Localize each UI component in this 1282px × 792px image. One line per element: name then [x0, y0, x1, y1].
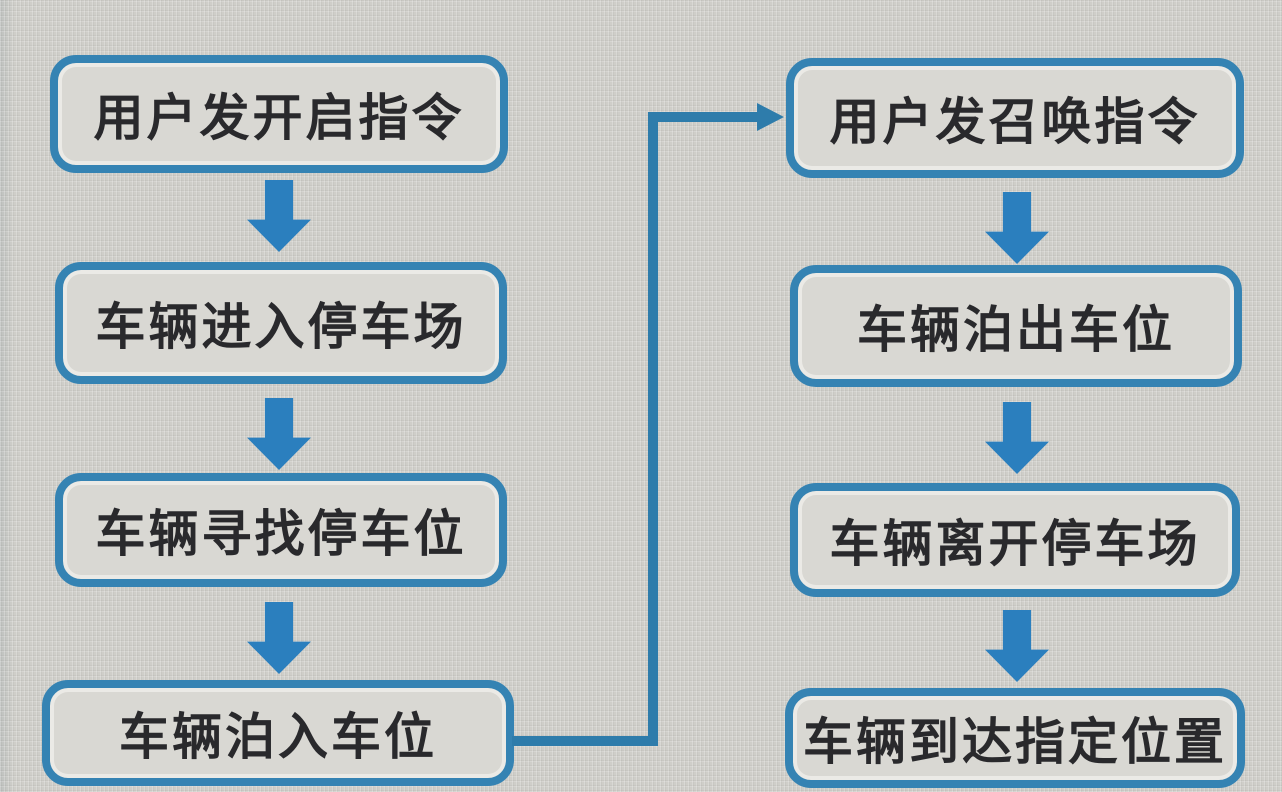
node-user-start-command: 用户发开启指令: [50, 55, 508, 173]
elbow-connector-vertical-segment: [648, 112, 658, 746]
arrow-down-icon: [247, 602, 311, 674]
node-label: 车辆泊出车位: [857, 302, 1175, 358]
node-label: 车辆寻找停车位: [95, 506, 467, 562]
node-vehicle-enter-parking-lot: 车辆进入停车场: [55, 262, 507, 384]
node-label: 车辆泊入车位: [119, 709, 437, 765]
arrow-down-icon: [985, 610, 1049, 682]
node-label: 用户发召唤指令: [829, 94, 1201, 150]
arrow-down-icon: [985, 192, 1049, 264]
node-label: 车辆到达指定位置: [803, 714, 1227, 770]
arrow-down-icon: [985, 402, 1049, 474]
elbow-connector-top-segment: [658, 112, 758, 122]
node-vehicle-arrive-destination: 车辆到达指定位置: [785, 688, 1245, 788]
elbow-connector-bottom-segment: [512, 736, 658, 746]
arrow-down-icon: [247, 398, 311, 470]
arrow-right-icon: [757, 103, 784, 131]
node-vehicle-leave-parking-lot: 车辆离开停车场: [790, 483, 1240, 597]
node-vehicle-find-parking-space: 车辆寻找停车位: [55, 473, 507, 587]
node-vehicle-park-out-of-space: 车辆泊出车位: [790, 265, 1242, 387]
arrow-down-icon: [247, 180, 311, 252]
node-label: 用户发开启指令: [93, 90, 465, 146]
node-label: 车辆进入停车场: [95, 299, 467, 355]
node-vehicle-park-into-space: 车辆泊入车位: [42, 680, 514, 786]
node-user-summon-command: 用户发召唤指令: [786, 58, 1244, 178]
node-label: 车辆离开停车场: [829, 516, 1201, 572]
